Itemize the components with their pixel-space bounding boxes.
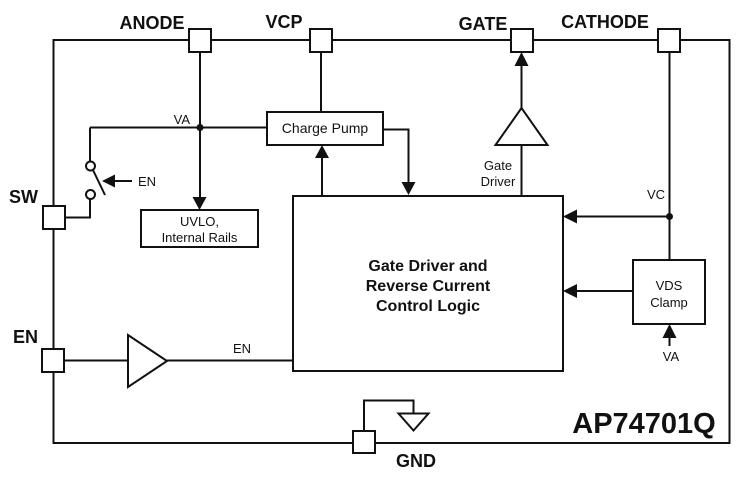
pin-en-label: EN (13, 327, 38, 347)
gate-driver-amp-icon (493, 106, 550, 146)
vds-clamp-label-line2: Clamp (650, 295, 688, 310)
uvlo-label-line2: Internal Rails (162, 230, 238, 245)
pin-anode-pad (188, 28, 212, 53)
vds-clamp-label-line1: VDS (656, 278, 683, 293)
uvlo-label-line1: UVLO, (180, 214, 219, 229)
net-label-vc: VC (647, 187, 665, 202)
control-logic-label-line3: Control Logic (376, 298, 480, 315)
pin-anode-label: ANODE (119, 13, 184, 33)
switch-contact-bottom-icon (85, 189, 96, 200)
pin-vcp-label: VCP (265, 12, 302, 32)
pin-cathode-pad (657, 28, 681, 53)
switch-blade-icon (92, 169, 106, 196)
pin-gate-pad (510, 28, 534, 53)
ground-symbol-icon (396, 412, 431, 433)
chip-boundary (52, 39, 731, 444)
pin-sw-label: SW (9, 187, 38, 207)
control-logic-label-line1: Gate Driver and (368, 258, 487, 275)
arrowhead-left-en-switch (102, 174, 115, 188)
pin-gnd-pad (352, 430, 376, 454)
wire-switch-to-sw-pin (65, 199, 91, 219)
arrowhead-left-vds (563, 284, 577, 298)
gate-driver-label-line1: Gate (484, 158, 512, 173)
net-label-en-buffer: EN (233, 341, 251, 356)
pin-sw-pad (42, 205, 66, 230)
net-label-va-top: VA (174, 112, 191, 127)
net-label-va-vds: VA (663, 349, 680, 364)
arrowhead-up-chargepump (315, 145, 329, 158)
switch-contact-top-icon (85, 160, 96, 172)
arrowhead-up-gate (514, 52, 529, 66)
charge-pump-label: Charge Pump (282, 120, 369, 136)
pin-vcp-pad (309, 28, 333, 53)
wire-chargepump-to-logic (383, 128, 410, 184)
vds-clamp-block (632, 259, 706, 325)
arrowhead-down-logic (401, 182, 416, 195)
arrowhead-down-uvlo (192, 197, 207, 210)
uvlo-block (140, 209, 259, 248)
control-logic-block (292, 195, 564, 372)
pin-gnd-label: GND (396, 451, 436, 471)
wire-gnd-to-ground (363, 399, 415, 431)
charge-pump-block (266, 111, 384, 146)
part-number-label: AP74701Q (572, 408, 716, 440)
pin-en-pad (41, 348, 65, 373)
gate-driver-label-line2: Driver (481, 174, 516, 189)
net-label-en-switch: EN (138, 174, 156, 189)
pin-cathode-label: CATHODE (561, 12, 649, 32)
control-logic-label-line2: Reverse Current (366, 278, 491, 295)
pin-gate-label: GATE (459, 14, 508, 34)
arrowhead-up-vds (662, 324, 677, 338)
en-buffer-icon (127, 333, 169, 389)
arrowhead-left-vc (563, 209, 577, 224)
junction-va (196, 124, 204, 131)
